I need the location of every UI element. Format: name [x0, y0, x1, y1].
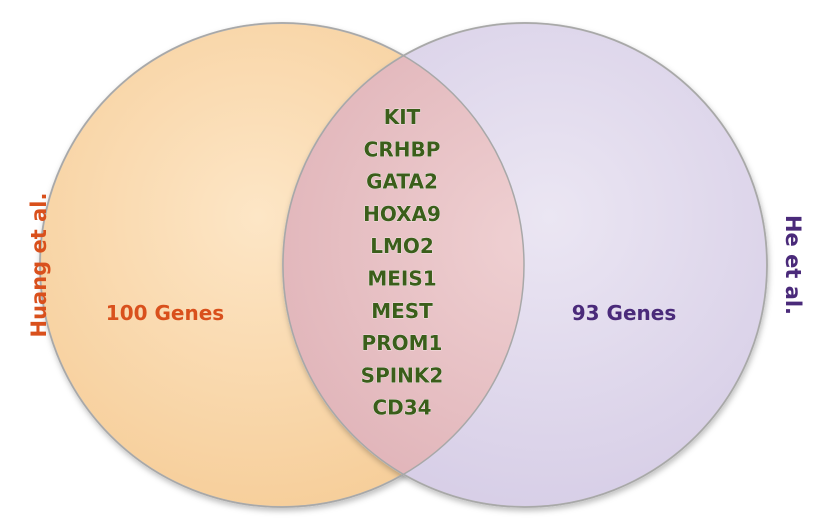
gene-label: PROM1: [362, 331, 443, 355]
gene-label: KIT: [384, 105, 421, 129]
gene-label: LMO2: [370, 234, 434, 258]
right-set-name: He et al.: [781, 215, 805, 315]
left-set-name: Huang et al.: [27, 193, 51, 338]
set-outline-left: [39, 22, 525, 508]
gene-label: CRHBP: [364, 137, 441, 161]
gene-label: SPINK2: [361, 363, 444, 387]
gene-label: CD34: [372, 396, 431, 420]
gene-label: MEST: [371, 299, 433, 323]
gene-label: HOXA9: [363, 202, 441, 226]
left-count-label: 100 Genes: [106, 301, 224, 325]
right-count-label: 93 Genes: [572, 301, 676, 325]
gene-label: GATA2: [366, 170, 438, 194]
overlap-region: [283, 23, 524, 507]
gene-label: MEIS1: [367, 267, 436, 291]
set-outline-right: [282, 22, 768, 508]
